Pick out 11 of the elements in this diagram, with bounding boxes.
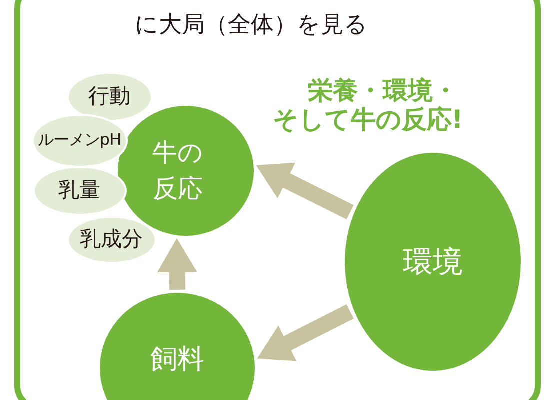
note-text: 栄養・環境・そして牛の反応! (272, 76, 464, 134)
node-label: 乳成分 (80, 226, 143, 253)
bubble-node (33, 166, 127, 216)
node-label: 行動 (88, 82, 130, 110)
node-label: 環境 (403, 244, 463, 282)
node-label: 飼料 (150, 343, 204, 378)
arrow (157, 238, 198, 290)
node-label: ルーメンpH (38, 130, 122, 151)
node-label: 乳量 (58, 176, 100, 204)
heading: に大局（全体）を見る (135, 11, 368, 39)
node-label: 牛の反応 (152, 136, 204, 205)
